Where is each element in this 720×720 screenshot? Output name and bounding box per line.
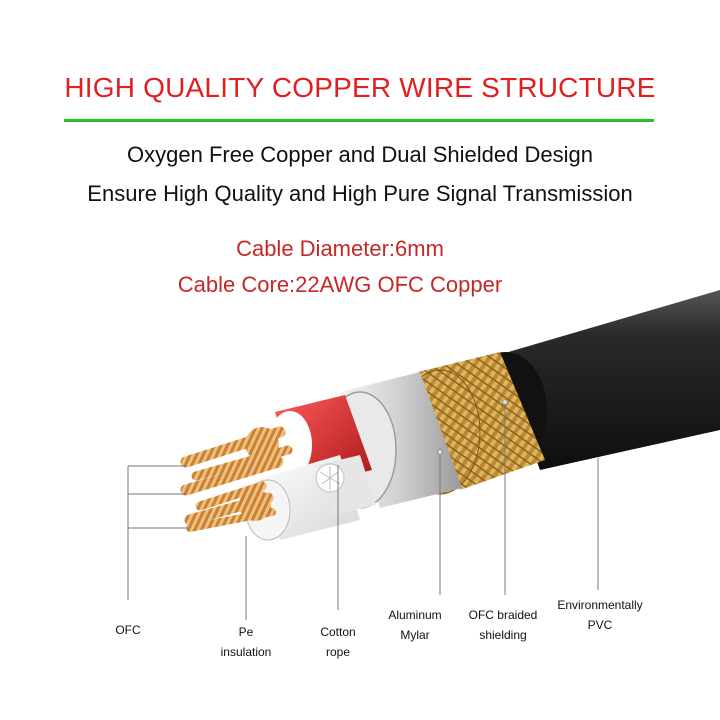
spec-core: Cable Core:22AWG OFC Copper [177,272,503,297]
cotton-rope [315,455,376,515]
copper-strand-icon [180,426,293,532]
subtitle-line-2: Ensure High Quality and High Pure Signal… [87,181,633,206]
subtitle-line-1: Oxygen Free Copper and Dual Shielded Des… [127,142,593,167]
leader-lines [127,402,599,620]
spec-diameter: Cable Diameter:6mm [236,236,444,261]
title-underline [64,119,654,122]
label-ofc: OFC [115,623,141,637]
page-title: HIGH QUALITY COPPER WIRE STRUCTURE [64,72,656,103]
